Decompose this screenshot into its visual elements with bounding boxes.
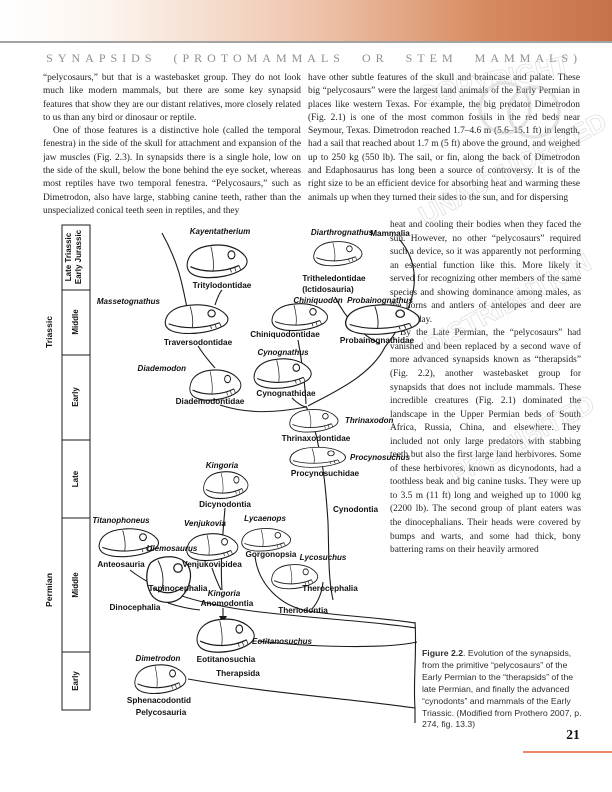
branch-tritylodont-link: [214, 289, 223, 306]
skull-kingoria-drawing: [203, 471, 249, 500]
figure-caption-label: Figure 2.2: [422, 648, 464, 658]
branch-tapinocephalia: [167, 602, 201, 611]
timescale-box: [61, 224, 91, 711]
label-anomodontia: Anomodontia: [201, 599, 254, 608]
label-venjukovioidea: Venjukovioidea: [182, 560, 242, 569]
skull-kayentatherium-drawing: [186, 244, 248, 279]
period-triassic: Triassic: [44, 316, 54, 348]
label-cynodontia: Cynodontia: [333, 505, 378, 514]
label-kingoria: Kingoria: [206, 461, 239, 470]
skull-chiniquodon-drawing: [271, 303, 328, 332]
band-middle-triassic: Middle: [71, 309, 80, 335]
band-early-triassic: Early: [71, 387, 80, 407]
label-lycosuchus: Lycosuchus: [300, 553, 347, 562]
band-early-jurassic: Early Jurassic: [74, 229, 83, 284]
skull-lycaenops-drawing: [241, 528, 292, 552]
label-mammalia: Mammalia: [370, 229, 410, 238]
label-kingoria-2: Kingoria: [208, 589, 241, 598]
skull-thrinaxodon-drawing: [289, 409, 339, 433]
label-dicynodontia: Dicynodontia: [199, 500, 251, 509]
label-diademodontidae: Diademodontidae: [176, 397, 245, 406]
label-therapsida: Therapsida: [216, 669, 260, 678]
label-thrinaxodon: Thrinaxodon: [345, 416, 394, 425]
skull-massetognathus-drawing: [164, 304, 229, 335]
label-venjukovia: Venjukovia: [184, 519, 226, 528]
skull-cynognathus-drawing: [253, 358, 312, 389]
period-permian: Permian: [44, 573, 54, 607]
body-paragraph: By the Late Permian, the “pelycosaurs” h…: [390, 328, 581, 556]
branch-cynognathidae: [291, 397, 307, 408]
page-number: 21: [566, 727, 580, 742]
label-cynognathidae: Cynognathidae: [256, 389, 316, 398]
label-dinocephalia: Dinocephalia: [110, 603, 161, 612]
label-probainognathidae: Probainognathidae: [340, 336, 415, 345]
branch-diademodon: [197, 345, 216, 369]
label-cynognathus: Cynognathus: [257, 348, 309, 357]
band-late-triassic: Late Triassic: [64, 232, 73, 281]
label-chiniquodon: Chiniquodon: [293, 296, 342, 305]
label-tapinocephalia: Tapinocephalia: [149, 584, 208, 593]
skull-diarthrognathus-drawing: [313, 241, 363, 267]
right-text-column-wide: have other subtle features of the skull …: [308, 72, 580, 222]
label-tritylodontidae: Tritylodontidae: [193, 281, 252, 290]
branch-therapsida-stem: [413, 621, 417, 723]
label-traversodontidae: Traversodontidae: [164, 338, 233, 347]
label-gorgonopsia: Gorgonopsia: [246, 550, 297, 559]
branch-venjukovioidea: [211, 567, 222, 591]
branch-diademodontidae: [219, 404, 307, 413]
label-chiniquodontidae: Chiniquodontidae: [250, 330, 320, 339]
skull-probainognathus-drawing: [344, 304, 421, 335]
label-probainognathus: Probainognathus: [347, 296, 413, 305]
label-procynosuchus: Procynosuchus: [350, 453, 411, 462]
label-eotitanosuchia: Eotitanosuchia: [197, 655, 256, 664]
skull-procynosuchus-drawing: [289, 446, 346, 468]
timescale: [61, 224, 91, 711]
right-text-column-narrow: heat and cooling their bodies when they …: [390, 219, 581, 631]
label-titanophoneus: Titanophoneus: [92, 516, 150, 525]
body-paragraph: “pelycosaurs,” but that is a wastebasket…: [43, 73, 301, 123]
label-sphenacodontid: Sphenacodontid: [127, 696, 191, 705]
body-paragraph: One of those features is a distinctive h…: [43, 126, 301, 216]
label-tritheledontidae: Tritheledontidae: [302, 274, 366, 283]
label-therocephalia: Therocephalia: [302, 584, 358, 593]
branch-pelycosauria: [187, 678, 416, 709]
branch-tritylodontidae: [161, 232, 188, 309]
page-number-rule: [523, 751, 612, 753]
label-anteosauria: Anteosauria: [97, 560, 145, 569]
label-ulemosaurus: Ulemosaurus: [147, 544, 198, 553]
label-ictidosauria: (Ictidosauria): [302, 285, 354, 294]
band-late-permian: Late: [71, 470, 80, 487]
header-rule: [0, 41, 612, 43]
branch-eotitanosuchia: [257, 640, 418, 648]
skull-dimetrodon-drawing: [134, 664, 187, 695]
label-lycaenops: Lycaenops: [244, 514, 286, 523]
skull-diademodon-drawing: [189, 369, 242, 401]
label-diademodon: Diademodon: [138, 364, 187, 373]
top-gradient-band: [0, 0, 612, 41]
label-diarthrognathus: Diarthrognathus: [311, 228, 374, 237]
branch-therocephalia: [311, 581, 324, 610]
label-dimetrodon: Dimetrodon: [136, 654, 181, 663]
label-massetognathus: Massetognathus: [97, 297, 161, 306]
label-kayentatherium: Kayentatherium: [190, 227, 250, 236]
figure-caption-text: . Evolution of the synapsids, from the p…: [422, 648, 582, 730]
band-early-permian: Early: [71, 671, 80, 691]
branch-probainognathidae: [307, 346, 386, 407]
skull-eotitanosuchus-drawing: [196, 618, 255, 653]
label-thrinaxodontidae: Thrinaxodontidae: [282, 434, 351, 443]
label-eotitanosuchus: Eotitanosuchus: [252, 637, 313, 646]
left-text-column: “pelycosaurs,” but that is a wastebasket…: [43, 72, 301, 222]
label-procynosuchidae: Procynosuchidae: [291, 469, 360, 478]
figure-2-2-diagram: Late Triassic Early Jurassic Middle Earl…: [44, 224, 421, 723]
figure-caption: Figure 2.2. Evolution of the synapsids, …: [422, 648, 582, 731]
running-head: SYNAPSIDS (PROTOMAMMALS OR STEM MAMMALS): [46, 51, 582, 65]
body-paragraph: have other subtle features of the skull …: [308, 73, 580, 203]
band-middle-permian: Middle: [71, 572, 80, 598]
timescale-dividers: [62, 289, 90, 653]
label-theriodontia: Theriodontia: [278, 606, 328, 615]
label-pelycosauria: Pelycosauria: [136, 708, 187, 717]
branch-theriodontia: [254, 555, 416, 624]
